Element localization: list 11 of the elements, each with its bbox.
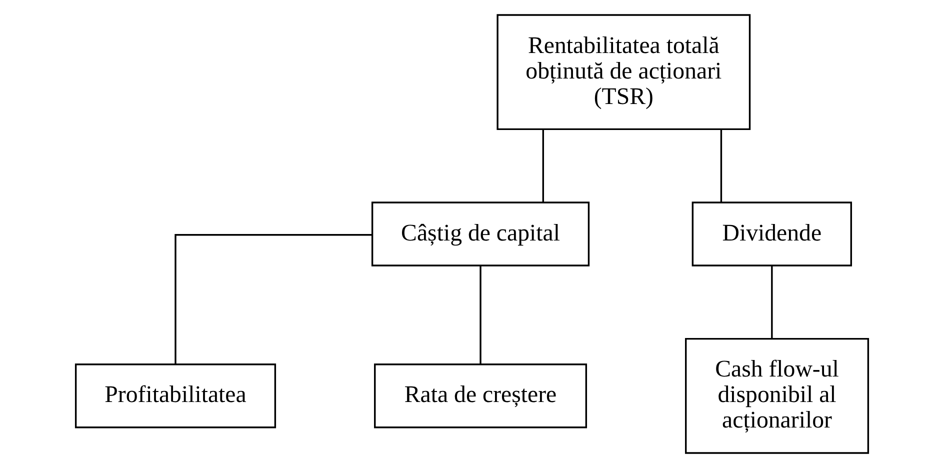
connector [771,266,773,338]
node-box: Rata de creștere [374,364,588,428]
node-box: Câștig de capital [371,202,590,266]
connector [174,234,372,364]
node-box: Cash flow-ul disponibil al acționarilor [685,338,870,454]
connector [480,266,482,364]
node-box: Dividende [692,202,852,266]
connector [720,130,722,202]
node-box: Profitabilitatea [74,364,276,428]
node-box: Rentabilitatea totală obținută de acționari (TSR) [496,14,751,130]
connector [542,130,544,202]
